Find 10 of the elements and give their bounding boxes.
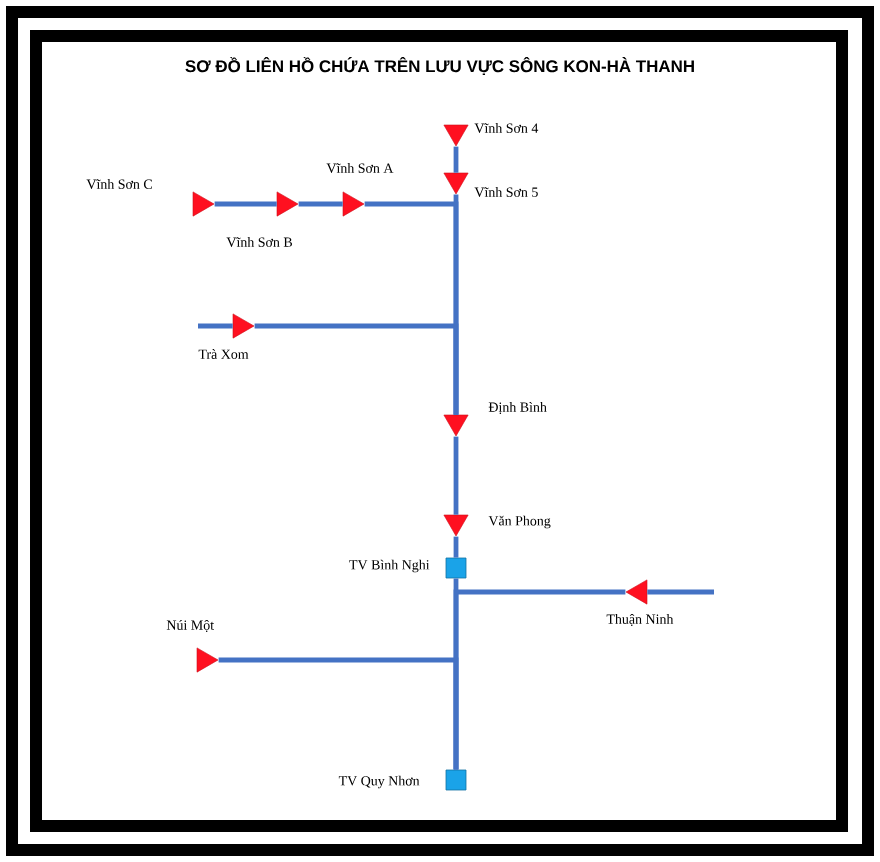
river-line xyxy=(298,201,343,207)
river-line xyxy=(453,436,459,515)
river-line xyxy=(198,323,233,329)
river-line xyxy=(214,201,277,207)
river-line xyxy=(254,323,459,415)
river-line xyxy=(453,536,459,558)
river-line xyxy=(218,657,459,770)
river-line xyxy=(647,589,714,595)
river-line xyxy=(453,146,459,173)
title: SƠ ĐỒ LIÊN HỒ CHỨA TRÊN LƯU VỰC SÔNG KON-HÀ THANH xyxy=(185,56,694,76)
